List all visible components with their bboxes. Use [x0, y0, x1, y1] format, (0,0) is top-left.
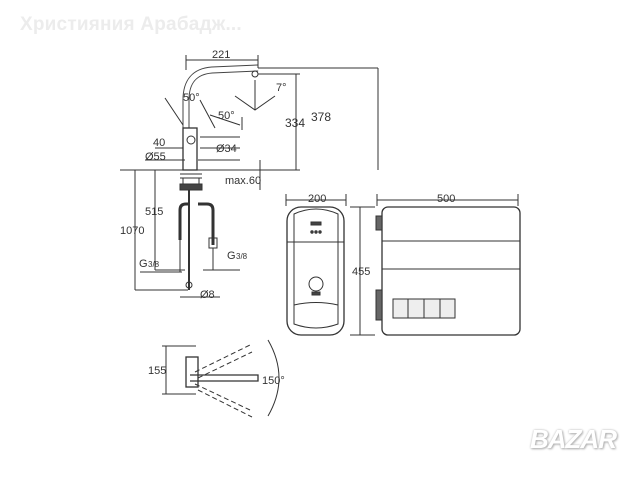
faucet-side-view: 221 7° 50° 50° 334 378 40 Ø55 Ø34 max.60… [120, 49, 379, 301]
dim-chiller-height: 455 [352, 266, 370, 278]
bazar-logo: BAZAR [530, 424, 617, 454]
watermark-seller-name: Християния Арабадж... [20, 14, 242, 35]
dim-lever-angle-a: 50° [183, 92, 200, 104]
dim-base-diameter: Ø55 [145, 151, 166, 163]
dim-thread-right: G [227, 250, 236, 262]
dim-thread-left-frac: 3/8 [148, 260, 160, 269]
dim-chiller-width: 200 [308, 193, 326, 205]
dim-max-counter: max.60 [225, 175, 261, 187]
dim-chiller-depth: 500 [437, 193, 455, 205]
dim-pipe-diameter: Ø8 [200, 289, 215, 301]
dim-outlet-height: 334 [285, 116, 305, 130]
dim-hole-diameter: Ø34 [216, 143, 237, 155]
dim-top-depth: 155 [148, 365, 166, 377]
dim-swivel-angle: 7° [276, 82, 287, 94]
dim-hose-depth: 515 [145, 206, 163, 218]
chiller-front-view: 200 455 [285, 193, 375, 336]
dim-rotation: 150° [262, 375, 285, 387]
dim-spout-reach: 221 [212, 49, 230, 61]
dim-handle-offset: 40 [153, 137, 165, 149]
dim-thread-right-frac: 3/8 [236, 252, 248, 261]
dim-lever-angle-b: 50° [218, 110, 235, 122]
faucet-top-view: 155 150° [148, 339, 285, 418]
dim-thread-left: G [139, 258, 148, 270]
dim-hose-length: 1070 [120, 225, 144, 237]
dim-total-height: 378 [311, 110, 331, 124]
chiller-side-view: 500 [375, 193, 521, 336]
